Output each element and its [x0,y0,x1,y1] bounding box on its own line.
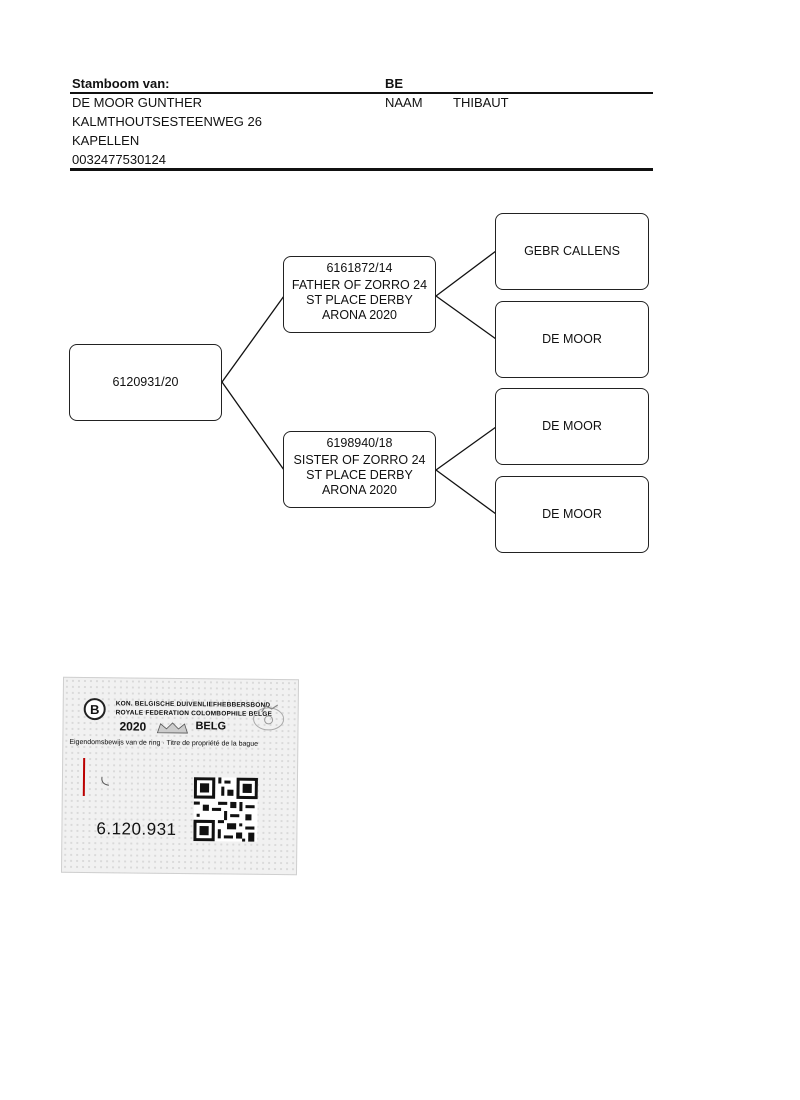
owner-phone: 0032477530124 [72,152,166,167]
connector-mother-grandmother [435,469,497,515]
card-title: Eigendomsbewijs van de ring · Titre de p… [69,738,259,748]
mother-ring: 6198940/18 [326,436,393,450]
paternal-grandmother-name: DE MOOR [542,332,602,346]
connector-father-grandfather [435,250,497,297]
kbdb-logo-icon: B [83,697,106,721]
owner-street: KALMTHOUTSESTEENWEG 26 [72,114,262,129]
paternal-grandmother-box: DE MOOR [495,301,649,378]
owner-city: KAPELLEN [72,133,140,148]
pigeon-name: THIBAUT [453,95,509,110]
paternal-grandfather-box: GEBR CALLENS [495,213,649,290]
owner-name: DE MOOR GUNTHER [72,95,202,110]
qr-code-icon [193,777,258,842]
mother-box: 6198940/18 SISTER OF ZORRO 24 ST PLACE D… [283,431,436,508]
country-code: BE [385,76,404,91]
subject-box: 6120931/20 [69,344,222,421]
father-ring: 6161872/14 [326,261,393,275]
connector-father-grandmother [435,295,497,340]
red-mark [82,757,86,797]
connector-subject-mother [221,381,285,471]
ring-ownership-card: B KON. BELGISCHE DUIVENLIEFHEBBERSBOND R… [60,676,300,876]
card-year: 2020 [119,719,147,734]
maternal-grandfather-name: DE MOOR [542,419,602,433]
maternal-grandmother-box: DE MOOR [495,476,649,553]
card-country: BELG [195,720,227,733]
mother-note: SISTER OF ZORRO 24 ST PLACE DERBY ARONA … [293,453,426,497]
subject-ring: 6120931/20 [112,375,179,389]
maternal-grandfather-box: DE MOOR [495,388,649,465]
father-box: 6161872/14 FATHER OF ZORRO 24 ST PLACE D… [283,256,436,333]
org-name-french: ROYALE FEDERATION COLOMBOPHILE BELGE [115,709,273,718]
header-bottom-rule [70,168,653,171]
connector-subject-father [221,295,285,383]
card-ring-number: 6.120.931 [96,819,177,839]
crown-emblem-icon [156,722,189,734]
paternal-grandfather-name: GEBR CALLENS [524,244,620,258]
handwritten-mark-icon [101,777,109,786]
org-name-dutch: KON. BELGISCHE DUIVENLIEFHEBBERSBOND [115,700,271,709]
connector-mother-grandfather [435,426,497,471]
father-note: FATHER OF ZORRO 24 ST PLACE DERBY ARONA … [291,278,428,322]
header-top-rule [70,92,653,94]
federation-emblem-icon [253,704,285,731]
maternal-grandmother-name: DE MOOR [542,507,602,521]
pedigree-of-label: Stamboom van: [72,76,170,91]
name-label: NAAM [385,95,423,110]
